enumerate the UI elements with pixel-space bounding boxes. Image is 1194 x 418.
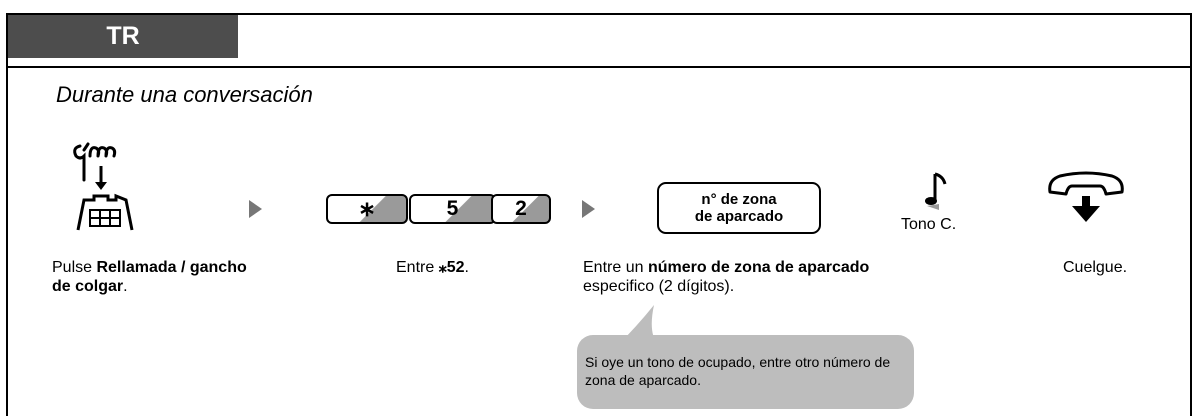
key-5: 5 — [409, 194, 496, 224]
step2-caption: Entre ⁎52. — [396, 259, 469, 276]
key-2: 2 — [491, 194, 551, 224]
header-rule — [6, 66, 1192, 68]
music-note-icon — [925, 172, 947, 210]
parking-zone-number-box: n° de zona de aparcado — [657, 182, 821, 234]
tone-label: Tono C. — [901, 216, 957, 233]
note-bubble: Si oye un tono de ocupado, entre otro nú… — [577, 335, 914, 409]
section-tab-label: TR — [106, 22, 140, 50]
step4-caption: Cuelgue. — [1063, 259, 1128, 276]
subtitle: Durante una conversación — [56, 82, 313, 107]
arrow-right-icon — [249, 200, 262, 218]
arrow-right-icon — [582, 200, 595, 218]
section-tab: TR — [8, 15, 238, 58]
instruction-panel: TR — [6, 13, 1192, 416]
step1-caption: Pulse Rellamada / gancho de colgar. — [52, 259, 247, 295]
key-star: ∗ — [326, 194, 408, 224]
hang-up-handset-icon — [1048, 171, 1124, 222]
step3-caption: Entre un número de zona de aparcado espe… — [583, 259, 870, 295]
hand-press-hookswitch-icon — [73, 142, 134, 231]
